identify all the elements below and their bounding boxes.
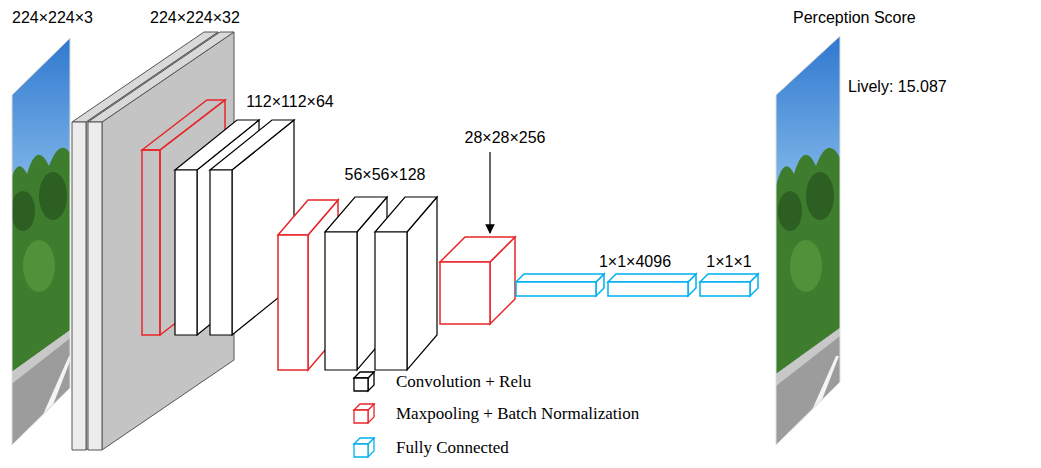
fc-block: [700, 274, 758, 296]
leader-arrow: [489, 152, 490, 233]
block-front: [516, 282, 596, 296]
legend-cube-face: [354, 378, 368, 391]
dimension-label: 56×56×128: [345, 165, 426, 184]
input-photo: [9, 36, 73, 446]
block-top: [375, 197, 437, 232]
legend-swatch: [350, 403, 378, 425]
dimension-label: 1×1×1: [706, 252, 751, 271]
legend-cube-face: [354, 444, 368, 457]
block-front: [278, 235, 308, 370]
block-front: [142, 150, 160, 335]
dimension-label: 224×224×32: [150, 8, 240, 27]
block-top: [210, 120, 294, 170]
block-front: [440, 262, 490, 324]
dimension-label: 224×224×3: [12, 8, 93, 27]
dimension-label: 1×1×4096: [599, 252, 671, 271]
legend-swatch: [350, 371, 378, 393]
fc-block: [516, 274, 604, 296]
block-top: [516, 274, 604, 282]
block-front: [608, 282, 688, 296]
slab-front: [72, 122, 86, 450]
legend-cube-face: [354, 404, 374, 410]
dimension-label: 112×112×64: [246, 92, 334, 111]
output-photo: [776, 36, 840, 446]
block-top: [700, 274, 758, 282]
maxpool-block: [440, 237, 515, 324]
output-title: Perception Score: [793, 8, 916, 27]
slab-side: [102, 32, 234, 450]
conv-block: [375, 197, 437, 370]
fc-block: [608, 274, 696, 296]
score-label: Lively: 15.087: [848, 77, 947, 96]
input-photo-content: [9, 36, 73, 446]
legend-item: Fully Connected: [350, 437, 509, 459]
output-photo-content: [776, 36, 840, 446]
block-front: [325, 232, 357, 370]
slab-top: [88, 32, 234, 122]
legend-item: Convolution + Relu: [350, 371, 531, 393]
legend-text: Maxpooling + Batch Normalization: [396, 403, 639, 425]
dimension-label: 28×28×256: [465, 128, 546, 147]
legend-cube-face: [354, 438, 374, 444]
block-front: [700, 282, 750, 296]
block-top: [608, 274, 696, 282]
block-top: [325, 197, 387, 232]
legend-text: Fully Connected: [396, 437, 509, 459]
legend-cube-face: [354, 410, 368, 423]
block-top: [440, 237, 515, 262]
input-photo-frame: [12, 38, 70, 445]
legend-swatch: [350, 437, 378, 459]
legend-item: Maxpooling + Batch Normalization: [350, 403, 639, 425]
block-front: [210, 170, 232, 335]
block-front: [375, 232, 407, 370]
slab-front: [88, 122, 102, 450]
output-photo-frame: [776, 36, 840, 445]
legend-text: Convolution + Relu: [396, 371, 531, 393]
legend-cube-face: [354, 372, 374, 378]
conv-slab: [88, 32, 234, 450]
block-front: [175, 170, 197, 335]
